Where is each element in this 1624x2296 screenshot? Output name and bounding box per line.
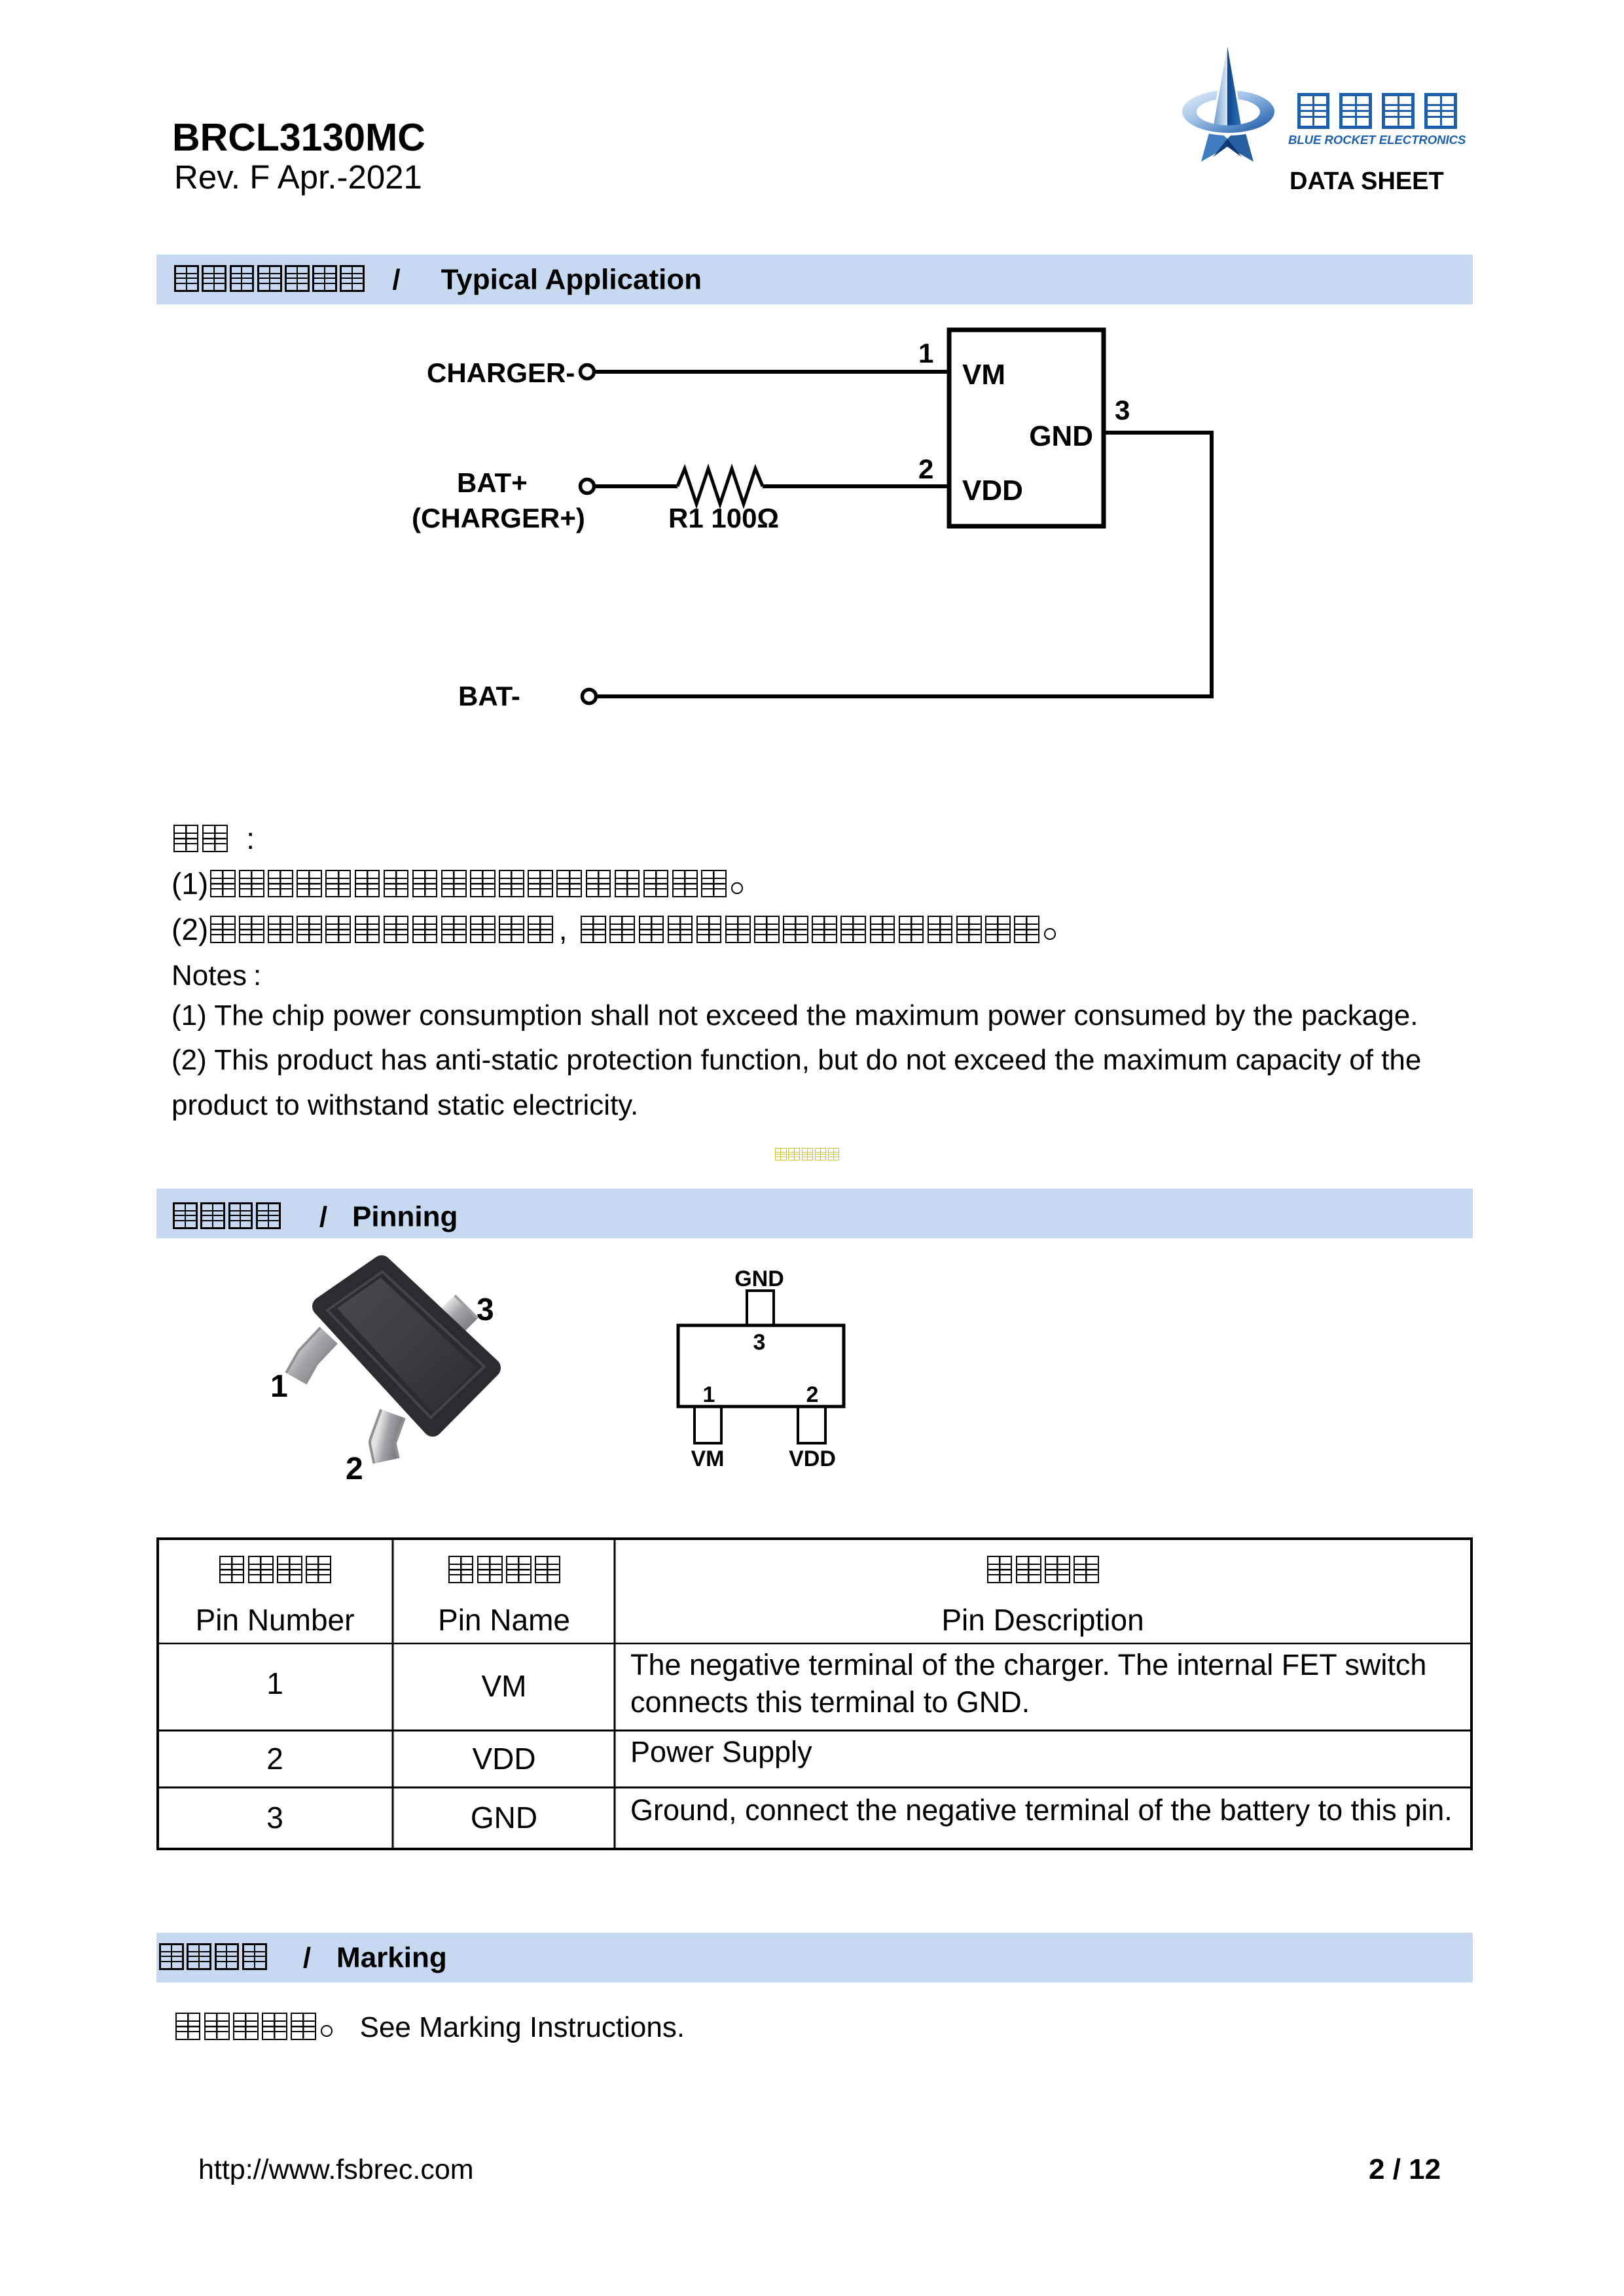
svg-text:VM: VM (962, 359, 1005, 391)
svg-text:3: 3 (753, 1330, 766, 1355)
svg-text:VDD: VDD (789, 1446, 836, 1471)
svg-text:R1 100Ω: R1 100Ω (668, 503, 779, 533)
svg-text:1: 1 (270, 1369, 288, 1404)
svg-text:VM: VM (691, 1446, 725, 1471)
svg-text:1: 1 (918, 338, 933, 368)
svg-text:2: 2 (806, 1382, 819, 1407)
svg-text:2: 2 (918, 454, 933, 484)
svg-text:GND: GND (734, 1266, 784, 1291)
svg-text:3: 3 (1115, 395, 1130, 425)
svg-text:3: 3 (477, 1293, 494, 1327)
svg-text:(CHARGER+): (CHARGER+) (412, 503, 585, 533)
svg-text:BAT+: BAT+ (457, 467, 528, 498)
svg-text:2: 2 (346, 1452, 363, 1486)
svg-text:1: 1 (703, 1382, 715, 1407)
svg-text:CHARGER-: CHARGER- (427, 357, 575, 388)
svg-text:BAT-: BAT- (458, 681, 520, 711)
svg-text:GND: GND (1029, 420, 1093, 452)
svg-text:VDD: VDD (962, 475, 1023, 507)
